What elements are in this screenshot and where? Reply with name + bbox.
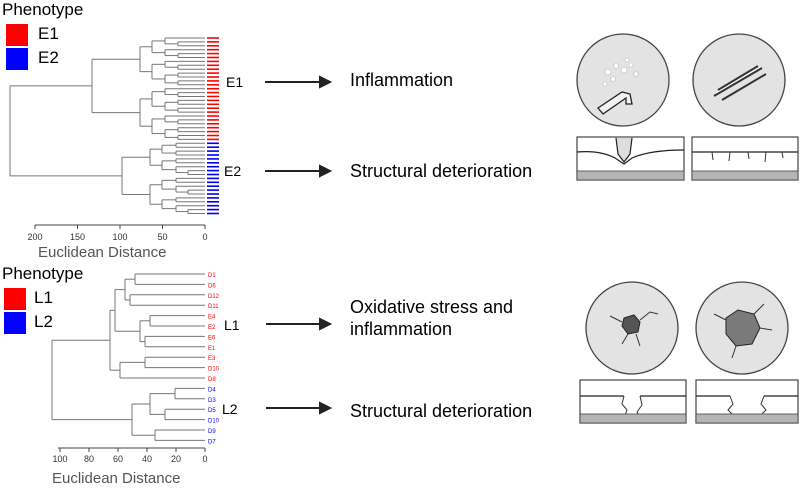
axis-tick-label: 0: [202, 454, 207, 464]
top-outcome-structural: Structural deterioration: [350, 161, 533, 181]
axis-tick-label: 60: [113, 454, 123, 464]
top-legend-label-e2: E2: [38, 48, 59, 67]
leaf-label: D6: [208, 283, 216, 289]
top-cluster-label-e1: E1: [226, 74, 244, 90]
bottom-left-cross-section: [579, 379, 687, 424]
leaf-label: E4: [208, 315, 216, 321]
leaf-label: E3: [208, 356, 216, 362]
bottom-dendrogram: [51, 273, 205, 441]
bottom-axis: [58, 447, 206, 452]
axis-tick-label: 150: [70, 232, 85, 242]
top-cluster-label-e2: E2: [224, 163, 242, 179]
axis-tick-label: 80: [84, 454, 94, 464]
top-legend-swatch-e2: [6, 48, 28, 70]
top-legend-swatch-e1: [6, 24, 28, 46]
bottom-outcome-structural: Structural deterioration: [350, 401, 533, 421]
axis-tick-label: 200: [27, 232, 42, 242]
top-left-circle-illustration: [576, 33, 670, 127]
leaf-label: D3: [208, 398, 216, 404]
bottom-legend-swatch-l1: [4, 288, 26, 310]
bottom-legend-swatch-l2: [4, 312, 26, 334]
leaf-label: E2: [208, 325, 216, 331]
bottom-cluster-label-l2: L2: [222, 401, 238, 417]
bottom-legend-title: Phenotype: [2, 264, 84, 283]
bottom-cluster-label-l1: L1: [224, 317, 240, 333]
leaf-label: E1: [208, 346, 216, 352]
bottom-legend-label-l1: L1: [34, 288, 53, 307]
axis-tick-label: 100: [112, 232, 127, 242]
axis-tick-label: 40: [142, 454, 152, 464]
leaf-label: D8: [208, 377, 216, 383]
bottom-legend-label-l2: L2: [34, 312, 53, 331]
bottom-outcome-oxidative: Oxidative stress and inflammation: [350, 297, 514, 339]
leaf-label: D10: [208, 419, 220, 425]
top-legend-title: Phenotype: [2, 0, 84, 19]
top-left-cross-section: [576, 136, 685, 181]
arrows: [265, 75, 333, 415]
bottom-axis-label: Euclidean Distance: [52, 470, 181, 487]
axis-tick-label: 100: [52, 454, 67, 464]
top-dendrogram: [9, 37, 205, 214]
bottom-right-cross-section: [695, 379, 799, 424]
leaf-label: E6: [208, 335, 216, 341]
leaf-label: D9: [208, 429, 216, 435]
top-outcome-inflammation: Inflammation: [350, 70, 454, 90]
top-right-cross-section: [691, 136, 799, 181]
bottom-right-circle-illustration: [695, 281, 789, 375]
top-axis: [34, 224, 206, 229]
top-right-circle-illustration: [692, 33, 786, 127]
leaf-label: D1: [208, 273, 216, 279]
leaf-label: D7: [208, 439, 216, 445]
leaf-label: D12: [208, 294, 220, 300]
leaf-label: D4: [208, 387, 216, 393]
leaf-label: D5: [208, 408, 216, 414]
bottom-left-circle-illustration: [585, 281, 679, 375]
top-leaf-labels: 200 150 100 50 0: [27, 37, 219, 242]
bottom-leaf-labels: D1D6D12D11E4E2E6E1E3D10D8D4D3D5D10D9D710…: [52, 273, 219, 464]
leaf-label: D10: [208, 367, 220, 373]
axis-tick-label: 0: [202, 232, 207, 242]
top-legend-label-e1: E1: [38, 24, 59, 43]
axis-tick-label: 50: [157, 232, 167, 242]
top-axis-label: Euclidean Distance: [38, 244, 167, 261]
axis-tick-label: 20: [171, 454, 181, 464]
leaf-label: D11: [208, 304, 219, 310]
